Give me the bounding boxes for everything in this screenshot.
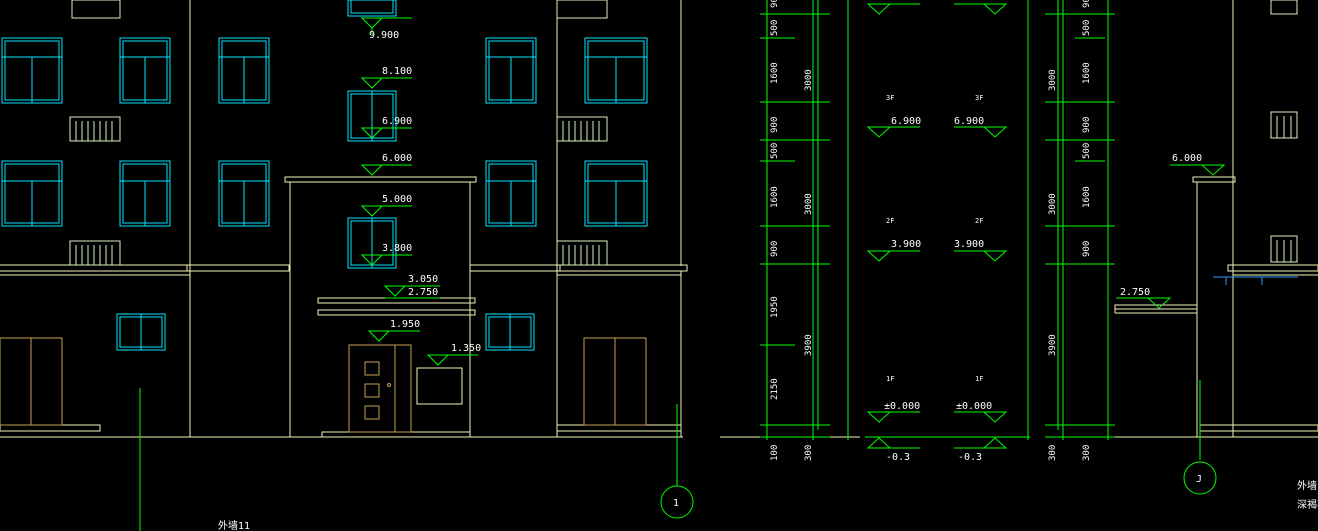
level-label: 3.900 <box>891 239 921 250</box>
dim-label: 500 <box>770 20 780 36</box>
elevation-label: 6.900 <box>382 116 412 127</box>
axis-label: J <box>1196 474 1202 485</box>
elevation-label: 2.750 <box>408 287 438 298</box>
material-note: 深褐石 <box>1297 498 1318 511</box>
center-elevation-labels: 9.900 8.100 6.900 6.000 5.000 3.800 3.05… <box>369 30 481 354</box>
dim-label: 900 <box>770 241 780 257</box>
elevation-label: 3.050 <box>408 274 438 285</box>
axis-bubble <box>1183 461 1217 495</box>
dim-label: 300 <box>804 445 814 461</box>
dim-label: 900 <box>770 0 780 8</box>
material-note: 外墙11 <box>1297 479 1318 492</box>
floor-tag: 2F <box>975 217 983 225</box>
dim-label: 500 <box>1082 143 1092 159</box>
dim-label: 3000 <box>804 69 814 91</box>
floor-tag: 3F <box>975 94 983 102</box>
dim-label: 500 <box>1082 20 1092 36</box>
elevation-label: 6.000 <box>382 153 412 164</box>
floor-tag: 1F <box>975 375 983 383</box>
elevation-label: 1.950 <box>390 319 420 330</box>
level-label: ±0.000 <box>956 401 992 412</box>
section-level-labels: 6.900 6.900 3.900 3.900 ±0.000 ±0.000 -0… <box>884 94 992 463</box>
building-walls <box>0 0 1318 438</box>
windows <box>1 0 648 351</box>
dim-label: 1950 <box>770 296 780 318</box>
dim-label: 2150 <box>770 378 780 400</box>
level-label: -0.3 <box>958 452 982 463</box>
right-dimension-labels: 900 500 1600 900 500 1600 900 3000 3000 … <box>1048 0 1092 461</box>
dim-label: 3900 <box>1048 334 1058 356</box>
axis-bubble <box>660 485 694 519</box>
dim-label: 3000 <box>1048 69 1058 91</box>
material-note: 外墙11 <box>218 519 250 531</box>
grid-lines <box>139 0 1201 531</box>
level-markers <box>360 3 1226 449</box>
elevation-label: 9.900 <box>369 30 399 41</box>
dim-label: 900 <box>770 117 780 133</box>
dim-label: 1600 <box>770 62 780 84</box>
level-label: 6.900 <box>954 116 984 127</box>
floor-tag: 1F <box>886 375 894 383</box>
dim-label: 300 <box>1048 445 1058 461</box>
level-label: 3.900 <box>954 239 984 250</box>
dim-label: 100 <box>770 445 780 461</box>
dim-label: 500 <box>770 143 780 159</box>
window <box>347 0 397 17</box>
elevation-label: 3.800 <box>382 243 412 254</box>
dimension-ticks <box>760 13 1115 438</box>
dim-label: 900 <box>1082 241 1092 257</box>
dim-label: 3000 <box>804 193 814 215</box>
floor-tag: 2F <box>886 217 894 225</box>
elevation-label: 5.000 <box>382 194 412 205</box>
balcony-railings <box>69 0 1298 266</box>
signboard <box>416 367 463 405</box>
dim-label: 1600 <box>1082 62 1092 84</box>
left-dimension-labels: 900 500 1600 900 500 1600 900 1950 2150 … <box>770 0 814 461</box>
dim-label: 300 <box>1082 445 1092 461</box>
dim-label: 900 <box>1082 0 1092 8</box>
level-label: 6.900 <box>891 116 921 127</box>
elevation-label: 2.750 <box>1120 287 1150 298</box>
elevation-label: 8.100 <box>382 66 412 77</box>
elevation-label: 1.350 <box>451 343 481 354</box>
window <box>350 0 394 14</box>
elevation-label: 6.000 <box>1172 153 1202 164</box>
floor-tag: 3F <box>886 94 894 102</box>
dim-label: 3900 <box>804 334 814 356</box>
doors <box>0 337 647 433</box>
blue-note-mark <box>1213 276 1298 285</box>
dim-label: 1600 <box>1082 186 1092 208</box>
level-label: -0.3 <box>886 452 910 463</box>
entrance-door <box>348 344 412 433</box>
dim-label: 1600 <box>770 186 780 208</box>
axis-label: 1 <box>673 498 679 509</box>
level-label: ±0.000 <box>884 401 920 412</box>
dim-label: 900 <box>1082 117 1092 133</box>
dim-label: 3000 <box>1048 193 1058 215</box>
